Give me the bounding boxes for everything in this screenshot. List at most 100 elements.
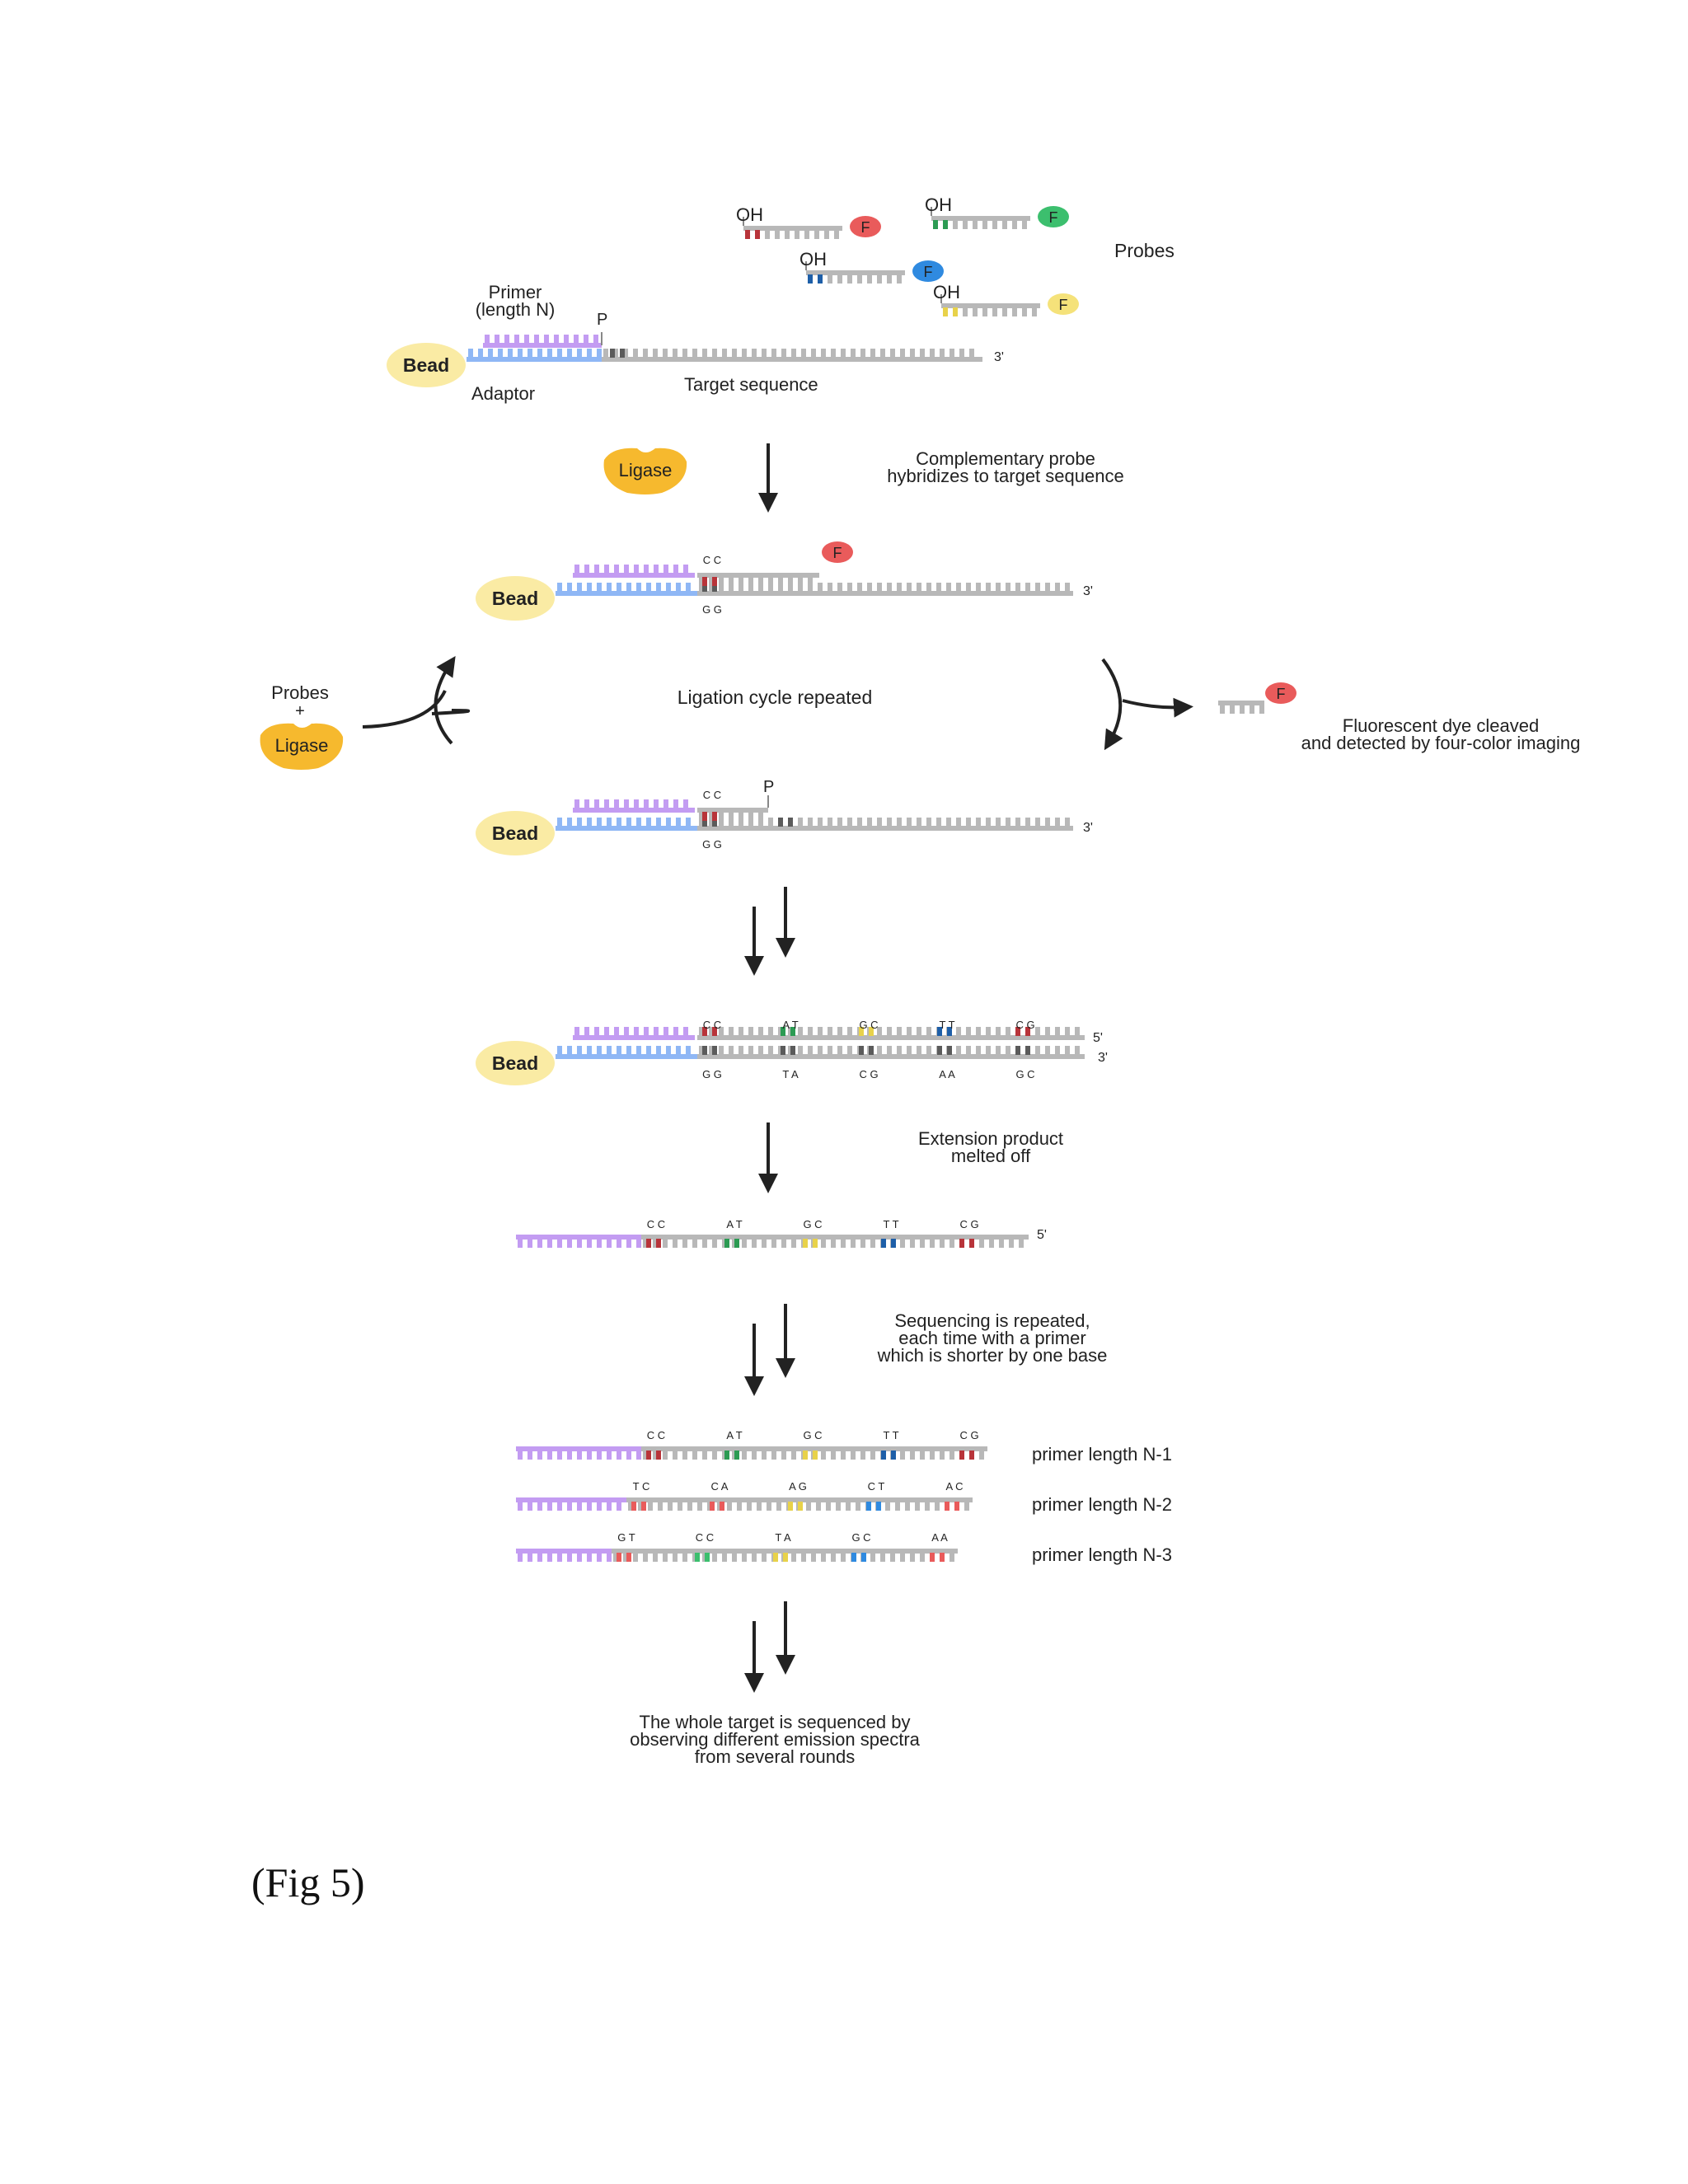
base-tooth <box>940 1451 945 1460</box>
base-tooth <box>722 1553 727 1562</box>
base-tooth <box>847 1046 852 1055</box>
base-tooth <box>857 818 862 827</box>
round-bases <box>783 1553 788 1562</box>
base-tooth <box>712 349 717 358</box>
extension-bases <box>646 1239 651 1248</box>
base-tooth <box>574 799 579 808</box>
base-tooth <box>722 349 727 358</box>
base-tooth <box>870 1239 875 1248</box>
base-tooth <box>537 349 542 358</box>
primer-strand-backbone <box>516 1446 641 1451</box>
probe-oh-label: OH <box>933 282 960 302</box>
base-tooth <box>557 1046 562 1055</box>
base-tooth <box>973 220 978 229</box>
base-tooth <box>607 1553 612 1562</box>
base-tooth <box>950 1239 954 1248</box>
base-tooth <box>1009 1239 1014 1248</box>
base-tooth <box>877 1027 882 1036</box>
base-tooth <box>577 818 582 827</box>
round-bases <box>861 1553 866 1562</box>
base-tooth <box>920 1239 925 1248</box>
base-tooth <box>877 274 882 284</box>
base-tooth <box>594 799 599 808</box>
base-tooth <box>857 583 862 592</box>
base-tooth <box>607 1451 612 1460</box>
base-tooth <box>603 349 608 358</box>
base-tooth <box>654 1027 659 1036</box>
base-tooth <box>1055 583 1060 592</box>
bead-label: Bead <box>492 823 538 844</box>
base-tooth <box>808 1027 813 1036</box>
base-tooth <box>860 1239 865 1248</box>
base-tooth <box>818 583 823 592</box>
base-tooth <box>709 818 714 827</box>
base-tooth <box>656 818 661 827</box>
base-tooth <box>936 818 941 827</box>
extension-bases <box>859 1027 864 1036</box>
base-tooth <box>877 818 882 827</box>
base-tooth <box>992 307 997 316</box>
probe-blue-backbone <box>806 270 905 275</box>
primer-strand <box>483 335 602 348</box>
base-tooth <box>877 583 882 592</box>
base-tooth <box>887 274 892 284</box>
base-tooth <box>768 577 773 586</box>
base-tooth <box>950 349 954 358</box>
base-tooth <box>587 1553 592 1562</box>
base-tooth <box>653 1553 658 1562</box>
base-tooth <box>976 583 981 592</box>
round-bases <box>734 1451 739 1460</box>
ligated-probe <box>697 573 819 586</box>
five-prime-label: 5' <box>1093 1031 1103 1045</box>
base-tooth <box>752 349 757 358</box>
base-tooth <box>917 1027 921 1036</box>
base-tooth <box>907 818 912 827</box>
base-tooth <box>653 1239 658 1248</box>
target-strand-backbone <box>602 357 982 362</box>
base-tooth <box>887 818 892 827</box>
base-tooth <box>776 1502 781 1511</box>
base-tooth <box>818 1027 823 1036</box>
base-tooth <box>915 1502 920 1511</box>
base-tooth <box>748 1046 753 1055</box>
round-bases <box>945 1502 950 1511</box>
base-tooth <box>1002 307 1007 316</box>
base-tooth <box>801 349 806 358</box>
base-tooth <box>1032 307 1037 316</box>
base-tooth <box>771 1239 776 1248</box>
base-tooth <box>488 349 493 358</box>
base-tooth <box>644 565 649 574</box>
base-tooth <box>762 1553 767 1562</box>
base-tooth <box>880 1553 885 1562</box>
base-tooth <box>791 1553 796 1562</box>
round-1-pair: C G <box>959 1429 978 1441</box>
base-tooth <box>584 799 589 808</box>
base-tooth <box>841 349 846 358</box>
base-tooth <box>607 583 612 592</box>
base-tooth <box>748 818 753 827</box>
base-tooth <box>564 335 569 344</box>
base-tooth <box>841 1239 846 1248</box>
bead-label: Bead <box>492 1052 538 1074</box>
probe-bases <box>755 230 760 239</box>
base-tooth <box>712 1553 717 1562</box>
five-prime-label: 5' <box>1037 1228 1047 1242</box>
base-tooth <box>828 583 832 592</box>
base-tooth <box>594 1027 599 1036</box>
base-tooth <box>577 1239 582 1248</box>
base-tooth <box>821 1451 826 1460</box>
extension-top-pair: C C <box>703 1019 721 1031</box>
base-tooth <box>634 799 639 808</box>
base-tooth <box>887 583 892 592</box>
base-tooth <box>778 583 783 592</box>
target-bases <box>869 1046 874 1055</box>
bead-label: Bead <box>403 354 449 376</box>
primer-strand-backbone <box>573 808 695 813</box>
base-tooth <box>781 349 786 358</box>
base-tooth <box>686 583 691 592</box>
base-tooth <box>587 818 592 827</box>
base-tooth <box>712 1239 717 1248</box>
base-tooth <box>719 1046 724 1055</box>
target-strand-backbone <box>697 1054 1085 1059</box>
base-tooth <box>528 1239 532 1248</box>
